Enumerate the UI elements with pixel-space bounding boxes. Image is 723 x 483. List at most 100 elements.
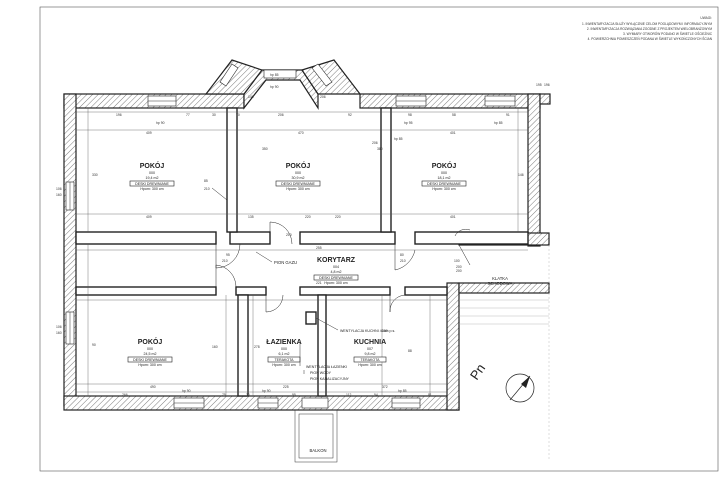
dim-label: 206	[320, 95, 326, 99]
dim-label: 210	[204, 187, 210, 191]
hp-label: hp 90	[156, 121, 165, 125]
hp-label: hp 85	[394, 137, 403, 141]
dim-label: 255	[316, 246, 322, 250]
dim-label: 490	[150, 385, 156, 389]
svg-text:TERAKOTA: TERAKOTA	[274, 358, 294, 362]
dim-label: 196	[544, 83, 550, 87]
svg-text:POKÓJ: POKÓJ	[286, 161, 311, 170]
svg-text:Hpom: 300 cm: Hpom: 300 cm	[324, 281, 347, 285]
dim-label: 80	[400, 253, 404, 257]
svg-text:POKÓJ: POKÓJ	[432, 161, 457, 170]
hp-label: hp 85	[270, 73, 279, 77]
dim-label: 30	[212, 113, 216, 117]
dim-label: 210	[400, 259, 406, 263]
hp-label: hp 90	[270, 85, 279, 89]
balcony: BALKON	[294, 409, 338, 463]
svg-text:DESKI DREWNIANE: DESKI DREWNIANE	[427, 182, 461, 186]
dim-label: 206	[278, 113, 284, 117]
dim-label: 100	[454, 259, 460, 263]
dim-label: 146	[518, 173, 524, 177]
notes-heading: UWAGI:	[700, 16, 712, 20]
dim-label: 195	[536, 83, 542, 87]
dim-label: 225	[283, 385, 289, 389]
top-dimension-labels: 196 77 30 70 206 92 98 58 91 409 470 401…	[116, 113, 510, 219]
notes-block: UWAGI: 1. INWENTARYZACJA SŁUŻY WYŁĄCZNIE…	[582, 16, 713, 41]
note-line: 4. POWIERZCHNIA POMIESZCZEŃ PODANA W ŚWI…	[588, 36, 713, 41]
dim-label: 160	[56, 193, 62, 197]
dim-label: 160	[56, 331, 62, 335]
dim-label: 330	[92, 173, 98, 177]
svg-text:DESKI DREWNIANE: DESKI DREWNIANE	[319, 276, 353, 280]
svg-text:000: 000	[281, 347, 287, 351]
dim-label: 106	[56, 325, 62, 329]
dim-label: 409	[146, 131, 152, 135]
dim-label: 98	[408, 113, 412, 117]
dim-label: 70	[236, 113, 240, 117]
svg-text:ŁAZIENKA: ŁAZIENKA	[266, 339, 301, 346]
room-label-pokoj-2: POKÓJ 000 30,9 m2 DESKI DREWNIANE Hpom: …	[275, 161, 321, 191]
svg-text:POKÓJ: POKÓJ	[140, 161, 165, 170]
svg-text:DESKI DREWNIANE: DESKI DREWNIANE	[135, 182, 169, 186]
dim-label: 266	[122, 393, 128, 397]
svg-text:18,1 m2: 18,1 m2	[438, 176, 451, 180]
dim-label: 401	[450, 215, 456, 219]
note-line: 3. WYMIARY OTWORÓW PODANO W ŚWIETLE OŚCI…	[623, 31, 713, 36]
annotations: PION GAZU KLATKA SCHODOWA WENTYLACJA KUC…	[255, 251, 513, 381]
svg-text:Hpom: 300 cm: Hpom: 300 cm	[272, 363, 295, 367]
svg-text:Hpom: 300 cm: Hpom: 300 cm	[138, 363, 161, 367]
north-arrow: Pn	[467, 361, 535, 403]
svg-text:30,9 m2: 30,9 m2	[292, 176, 305, 180]
svg-text:Hpom: 300 cm: Hpom: 300 cm	[286, 187, 309, 191]
balkon-label: BALKON	[310, 448, 327, 453]
svg-text:Hpom: 300 cm: Hpom: 300 cm	[358, 363, 381, 367]
note-line: 1. INWENTARYZACJA SŁUŻY WYŁĄCZNIE CELOM …	[582, 21, 712, 26]
dim-label: 95	[292, 393, 296, 397]
room-label-pokoj-1: POKÓJ 000 19,4 m2 DESKI DREWNIANE Hpom: …	[129, 161, 175, 191]
dim-label: 95	[226, 253, 230, 257]
svg-text:KUCHNIA: KUCHNIA	[354, 339, 386, 346]
dim-label: 106	[56, 187, 62, 191]
hp-label: hp 85	[398, 389, 407, 393]
svg-text:DESKI DREWNIANE: DESKI DREWNIANE	[133, 358, 167, 362]
svg-text:TERAKOTA: TERAKOTA	[360, 358, 380, 362]
dim-label: 200	[456, 265, 462, 269]
pion-wody-label: PION WODY	[310, 371, 332, 375]
dim-label: 58	[452, 113, 456, 117]
staircase-lines	[459, 245, 550, 460]
svg-text:4,8 m2: 4,8 m2	[331, 270, 342, 274]
svg-text:24,5 m2: 24,5 m2	[144, 352, 157, 356]
dim-label: 409	[146, 215, 152, 219]
room-label-pokoj-4: POKÓJ 000 24,5 m2 DESKI DREWNIANE Hpom: …	[127, 337, 173, 367]
hp-label: hp 95	[404, 121, 413, 125]
dim-label: 401	[450, 131, 456, 135]
dim-label: 210	[286, 233, 292, 237]
dim-label: 146	[248, 95, 254, 99]
dim-label: 135	[248, 215, 254, 219]
dim-label: 221	[316, 281, 322, 285]
svg-text:DESKI DREWNIANE: DESKI DREWNIANE	[281, 182, 315, 186]
room-label-korytarz: KORYTARZ 004 4,8 m2 DESKI DREWNIANE Hpom…	[313, 257, 359, 285]
dim-label: 94	[374, 393, 378, 397]
dim-label: 220	[335, 215, 341, 219]
svg-text:000: 000	[147, 347, 153, 351]
room-label-pokoj-3: POKÓJ 000 18,1 m2 DESKI DREWNIANE Hpom: …	[421, 161, 467, 191]
dim-label: 88	[408, 349, 412, 353]
hp-label: hp 85	[494, 121, 503, 125]
misc-dimension-labels: 350 380 210 85 210 200 206 95 210 80 210…	[92, 141, 524, 353]
lower-dimension-labels: 255 221 490 225 372 266 75 30 95 112 94 …	[122, 246, 432, 397]
dim-label: 200	[456, 269, 462, 273]
north-label: Pn	[467, 361, 488, 383]
dim-label: 220	[305, 215, 311, 219]
dim-label: 30	[246, 393, 250, 397]
dim-label: 470	[298, 131, 304, 135]
svg-text:000: 000	[295, 171, 301, 175]
room-label-lazienka: ŁAZIENKA 000 6,1 m2 TERAKOTA Hpom: 300 c…	[266, 339, 301, 367]
side-dimension-labels: 106 160 106 160 195 196	[56, 83, 550, 335]
hp-label: hp 90	[262, 389, 271, 393]
svg-text:004: 004	[333, 265, 339, 269]
dim-label: 372	[382, 385, 388, 389]
dim-label: 91	[506, 113, 510, 117]
dim-label: 112	[346, 393, 352, 397]
room-label-kuchnia: KUCHNIA 007 9,8 m2 TERAKOTA Hpom: 300 cm	[353, 339, 387, 367]
dim-label: 85	[204, 179, 208, 183]
